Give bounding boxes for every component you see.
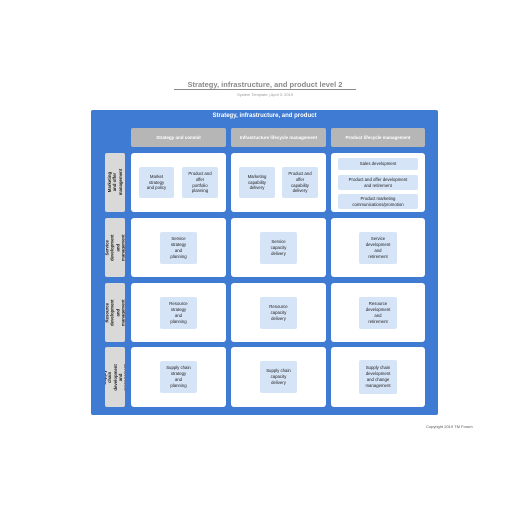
process-box[interactable]: Resource strategy and planning	[160, 297, 197, 329]
cell-service-strategy: Service strategy and planning	[131, 218, 226, 277]
cell-resource-infrastructure: Resource capacity delivery	[231, 283, 326, 342]
diagram-title: Strategy, infrastructure, and product le…	[187, 80, 343, 89]
row-header-label: Supply chain development and management	[105, 363, 125, 391]
row-header-label: Resource development and management	[105, 299, 125, 326]
process-box[interactable]: Sales development	[338, 158, 418, 170]
process-box[interactable]: Supply chain development and change mana…	[359, 360, 397, 394]
cell-marketing-strategy: Market strategy and policy Product and o…	[131, 153, 226, 212]
process-box[interactable]: Product and offer capability delivery	[282, 167, 318, 198]
row-header-label: Service development and management	[105, 234, 125, 261]
row-header-marketing: Marketing and offer management	[105, 153, 125, 212]
cell-resource-product: Resource development and retirement	[331, 283, 425, 342]
row-header-service: Service development and management	[105, 218, 125, 277]
process-box[interactable]: Resource capacity delivery	[260, 297, 297, 329]
cell-supply-chain-product: Supply chain development and change mana…	[331, 347, 425, 407]
row-header-resource: Resource development and management	[105, 283, 125, 342]
process-box[interactable]: Supply chain strategy and planning	[160, 361, 197, 393]
process-box[interactable]: Supply chain capacity delivery	[260, 361, 297, 393]
row-header-supply-chain: Supply chain development and management	[105, 347, 125, 407]
cell-supply-chain-strategy: Supply chain strategy and planning	[131, 347, 226, 407]
cell-service-product: Service development and retirement	[331, 218, 425, 277]
process-box[interactable]: Service capacity delivery	[260, 232, 297, 264]
process-box[interactable]: Product and offer development and retire…	[338, 175, 418, 190]
cell-resource-strategy: Resource strategy and planning	[131, 283, 226, 342]
column-header-strategy: Strategy and commit	[131, 128, 226, 147]
column-header-product: Product lifecycle management	[331, 128, 425, 147]
process-box[interactable]: Service strategy and planning	[160, 232, 197, 264]
process-box[interactable]: Marketing capability delivery	[239, 167, 275, 198]
diagram-subtitle: System Template | April 3, 2019	[236, 92, 294, 97]
cell-supply-chain-infrastructure: Supply chain capacity delivery	[231, 347, 326, 407]
process-box[interactable]: Product marketing communications/promoti…	[338, 194, 418, 209]
process-box[interactable]: Service development and retirement	[359, 232, 397, 264]
cell-service-infrastructure: Service capacity delivery	[231, 218, 326, 277]
frame-title: Strategy, infrastructure, and product	[212, 113, 317, 119]
process-box[interactable]: Product and offer portfolio planning	[182, 167, 218, 198]
copyright-text: Copyright 2019 TM Forum	[426, 424, 473, 429]
process-box[interactable]: Market strategy and policy	[139, 167, 174, 198]
cell-marketing-product: Sales development Product and offer deve…	[331, 153, 425, 212]
row-header-label: Marketing and offer management	[106, 169, 123, 196]
title-divider	[174, 89, 356, 90]
column-header-infrastructure: Infrastructure lifecycle management	[231, 128, 326, 147]
cell-marketing-infrastructure: Marketing capability delivery Product an…	[231, 153, 326, 212]
process-box[interactable]: Resource development and retirement	[359, 297, 397, 329]
